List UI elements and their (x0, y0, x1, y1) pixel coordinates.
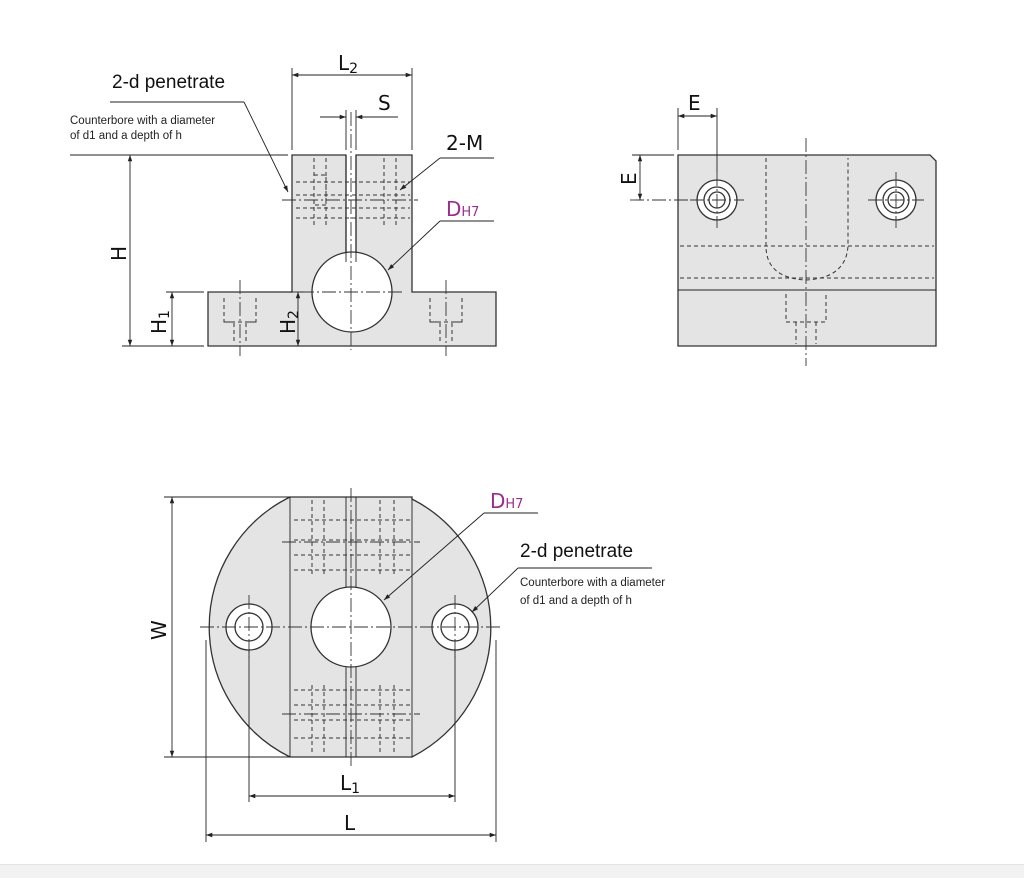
bore-label-top: DH7 (446, 197, 479, 221)
top-clamp-screws-hidden (282, 500, 420, 754)
label-2-M: 2-M (446, 131, 483, 155)
dim-H2: H2 (276, 291, 304, 346)
side-view: E E (617, 91, 937, 366)
label-E-side: E (617, 172, 641, 185)
front-view: L2 S 2-M DH7 H (70, 51, 497, 356)
side-view-body (677, 154, 937, 347)
side-screw-hole-left (690, 172, 744, 228)
note-line2-top: of d1 and a depth of h (70, 130, 182, 142)
bore-tolerance-bottom: DH7 (383, 489, 538, 601)
top-view: W L1 L DH7 2-d penetrate Counterbore wit (147, 488, 665, 842)
side-screw-hole-right (868, 172, 924, 228)
dim-S: S (320, 91, 398, 150)
label-H2: H2 (276, 310, 302, 334)
note-line2-bottom: of d1 and a depth of h (520, 595, 632, 607)
note-line1-top: Counterbore with a diameter (70, 115, 215, 127)
front-clamp-screw-hidden (282, 158, 418, 225)
note-counterbore-top: 2-d penetrate Counterbore with a diamete… (70, 72, 289, 193)
label-L1: L1 (340, 771, 360, 797)
note-line1-bottom: Counterbore with a diameter (520, 577, 665, 589)
label-H1: H1 (147, 310, 173, 334)
dim-L1: L1 (248, 650, 456, 802)
page-footer-strip (0, 864, 1024, 878)
front-base-counterbores-hidden (223, 280, 463, 356)
dim-L: L (205, 640, 497, 842)
label-E-top: E (688, 91, 701, 115)
dim-W: W (147, 496, 290, 758)
dim-H1: H1 (147, 291, 204, 346)
label-2-M-group: 2-M (399, 131, 494, 191)
note-title-top: 2-d penetrate (112, 72, 225, 93)
dim-E-side: E (617, 154, 674, 201)
label-L2: L2 (338, 51, 358, 77)
bore-label-bottom: DH7 (490, 489, 523, 513)
label-W: W (147, 620, 171, 640)
label-H: H (107, 246, 131, 261)
label-S: S (378, 91, 391, 115)
note-counterbore-bottom: 2-d penetrate Counterbore with a diamete… (471, 541, 665, 613)
bore-tolerance-top: DH7 (387, 197, 494, 271)
label-L: L (344, 811, 356, 835)
dim-L2: L2 (291, 51, 413, 150)
dim-E-top: E (677, 91, 718, 172)
note-title-bottom: 2-d penetrate (520, 541, 633, 562)
